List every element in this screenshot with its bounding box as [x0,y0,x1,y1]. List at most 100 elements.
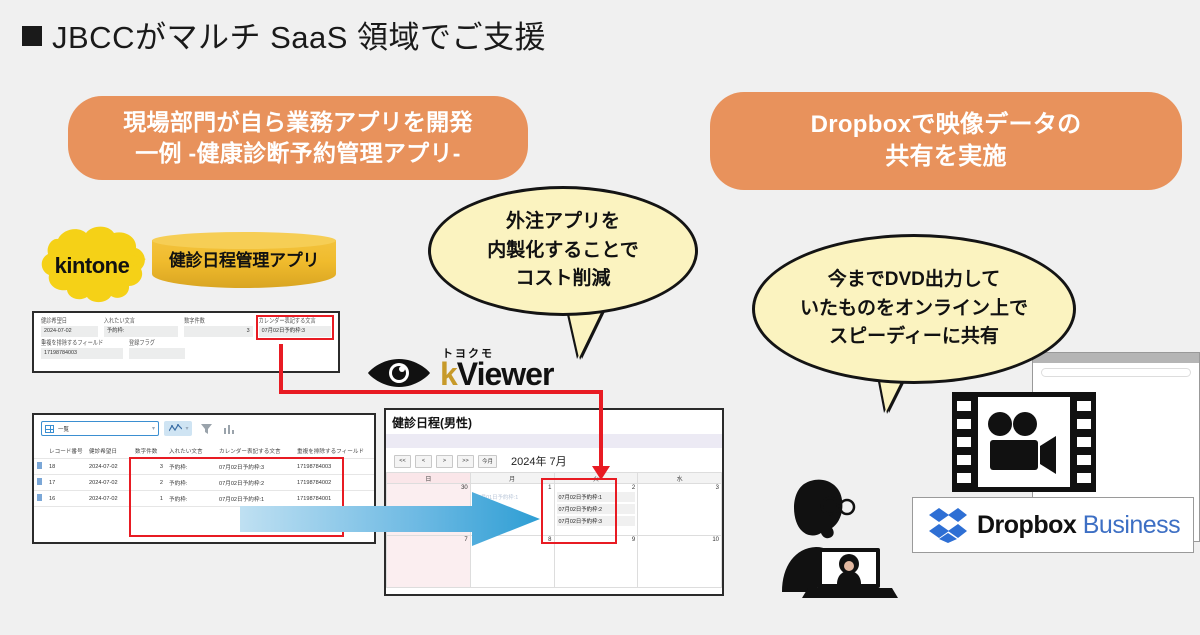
calendar-day-cell[interactable]: 3 [637,483,722,536]
speech-bubble-cost: 外注アプリを 内製化することで コスト削減 [428,186,698,316]
field-count: 数字件数 3 [184,317,253,337]
field-value[interactable]: 3 [184,326,253,337]
field-label: 健診希望日 [41,317,67,326]
list-toolbar: 一覧 ▾ ▾ [34,415,374,440]
cell-dedupe: 17198784002 [294,474,374,491]
cylinder-top-ellipse [152,232,336,249]
calendar-prev-button[interactable]: < [415,454,432,468]
kviewer-logo: トヨクモ kViewer [368,345,598,395]
col-text: 入れたい文言 [166,444,216,459]
field-value[interactable] [129,348,185,359]
kviewer-brand-k: k [440,356,458,392]
field-value[interactable]: 07月02日予約枠:3 [258,326,331,337]
field-insert-text: 入れたい文言 予約枠: [103,317,179,337]
connector-red-horizontal [279,390,603,394]
bubble-cost-line1: 外注アプリを [505,211,620,233]
graph-button[interactable] [220,421,238,436]
field-value[interactable]: 17198784003 [41,348,123,359]
dropbox-box-icon [929,508,967,543]
calendar-day-cell[interactable]: 7 [386,535,471,588]
calendar-day-cell[interactable]: 10 [637,535,722,588]
weekday-wed: 水 [637,472,722,484]
cell-count: 2 [132,474,166,491]
field-register-flag: 登録フラグ [129,340,185,359]
col-icon [34,444,46,459]
view-selector-label: 一覧 [58,426,70,433]
table-row[interactable]: 18 2024-07-02 3 予約枠: 07月02日予約枠:3 1719878… [34,458,374,475]
cell-record-no: 18 [46,458,86,475]
calendar-day-number: 3 [715,485,719,491]
cell-record-no: 16 [46,490,86,507]
field-label: 数字件数 [184,317,205,326]
cell-calendar-text: 07月02日予約枠:2 [216,474,294,491]
field-dedupe: 重複を排除するフィールド 17198784003 [41,340,123,359]
calendar-nav: << < > >> 今月 2024年 7月 [386,448,722,472]
bubble-cost-line3: コスト削減 [515,268,611,290]
document-icon [37,494,42,501]
col-record-no: レコード番号 [46,444,86,459]
calendar-month-label: 2024年 7月 [511,456,567,468]
calendar-day-number: 1 [548,485,552,491]
calendar-last-button[interactable]: >> [457,454,474,468]
calendar-event[interactable]: 07月02日予約枠:1 [556,491,636,502]
cell-date: 2024-07-02 [86,458,132,475]
calendar-today-button[interactable]: 今月 [478,454,498,468]
calendar-title: 健診日程(男性) [392,416,472,430]
field-label: 登録フラグ [129,339,155,348]
form-row-1: 健診希望日 2024-07-02 入れたい文言 予約枠: 数字件数 3 カレンダ… [41,315,335,340]
bubble-dvd-line1: 今までDVD出力して [827,269,1001,291]
bubble-cost-line2: 内製化することで [487,239,639,261]
dropbox-business-logo: Dropbox Business [912,497,1194,553]
field-calendar-text: カレンダー表記する文言 07月02日予約枠:3 [255,315,335,340]
calendar-weekday-row: 日 月 火 水 [386,472,722,484]
filter-button[interactable] [197,421,215,436]
col-count: 数字件数 [132,444,166,459]
table-row[interactable]: 17 2024-07-02 2 予約枠: 07月02日予約枠:2 1719878… [34,474,374,491]
kviewer-brand-rest: Viewer [456,356,555,392]
cell-count: 1 [132,490,166,507]
kviewer-brand-small: トヨクモ [442,348,494,360]
bubble-dvd-line3: スピーディーに共有 [829,326,999,348]
cell-date: 2024-07-02 [86,474,132,491]
calendar-day-number: 9 [631,537,636,543]
cell-dedupe: 17198784003 [294,458,374,475]
kintone-logo: kintone [28,225,156,307]
col-dedupe: 重複を排除するフィールド [294,444,374,459]
field-value[interactable]: 予約枠: [103,326,179,337]
calendar-day-cell[interactable]: 2 07月02日予約枠:1 07月02日予約枠:2 07月02日予約枠:3 [553,483,639,536]
cell-text: 予約枠: [166,490,216,507]
view-selector[interactable]: 一覧 ▾ [41,421,159,436]
field-label: 入れたい文言 [103,317,135,326]
browser-address-bar[interactable] [1041,368,1191,377]
calendar-day-number: 8 [548,537,552,543]
calendar-day-number: 30 [461,485,468,491]
calendar-next-button[interactable]: > [436,454,453,468]
chevron-down-icon: ▾ [151,426,155,432]
calendar-day-cell[interactable]: 9 [553,535,639,588]
cloud-shape-icon [41,226,146,303]
calendar-day-number: 2 [631,485,636,491]
calendar-event[interactable]: 07月01日予約枠:1 [472,491,552,502]
calendar-event[interactable]: 07月02日予約枠:3 [556,515,636,526]
col-calendar-text: カレンダー表記する文言 [216,444,294,459]
funnel-filter-icon [198,422,214,435]
weekday-sun: 日 [386,472,471,484]
weekday-mon: 月 [469,472,555,484]
kintone-record-form: 健診希望日 2024-07-02 入れたい文言 予約枠: 数字件数 3 カレンダ… [32,311,340,373]
cell-date: 2024-07-02 [86,490,132,507]
document-icon [37,478,42,485]
badge-right-line2: 共有を実施 [885,143,1007,170]
kviewer-brand-name: kViewer [440,356,555,393]
app-cylinder: 健診日程管理アプリ [152,232,336,288]
calendar-event[interactable]: 07月02日予約枠:2 [556,503,636,514]
calendar-week-row: 7 8 9 10 [386,535,722,588]
chart-toggle-button[interactable]: ▾ [164,421,192,436]
field-value[interactable]: 2024-07-02 [41,326,98,337]
dropbox-wordmark: Dropbox Business [977,511,1181,540]
col-date: 健診希望日 [86,444,132,459]
cell-count: 3 [132,458,166,475]
connector-red-arrowhead-icon [592,466,610,480]
bar-chart-icon [221,422,237,435]
calendar-first-button[interactable]: << [394,454,411,468]
